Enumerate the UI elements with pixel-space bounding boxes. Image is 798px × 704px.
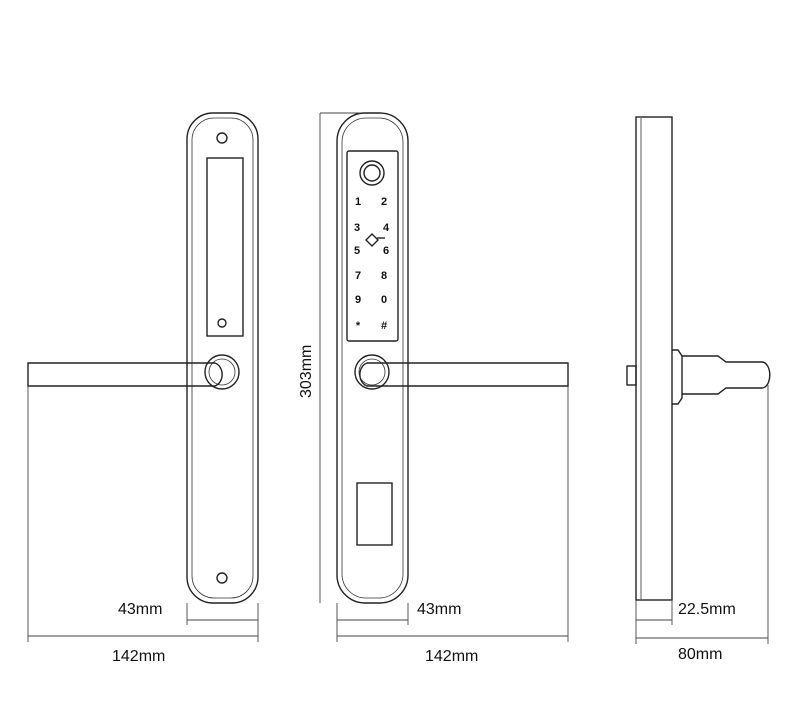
key-1[interactable]: 1 — [355, 196, 361, 208]
outer-dimensions: 43mm 142mm — [27, 386, 259, 665]
keypad-keys: 1 2 3 4 5 6 7 8 9 0 * # — [354, 196, 390, 332]
screw-window-icon — [217, 318, 227, 328]
keypad-panel — [346, 150, 399, 342]
fingerprint-sensor-icon — [359, 160, 385, 186]
key-8[interactable]: 8 — [381, 270, 387, 282]
outer-plate — [186, 112, 259, 604]
profile-handle — [682, 355, 771, 395]
keypad-plate — [336, 112, 409, 604]
profile-rosette — [672, 349, 683, 405]
key-star[interactable]: * — [356, 320, 361, 332]
key-5[interactable]: 5 — [354, 245, 360, 257]
handle-lever — [359, 362, 569, 387]
profile-body — [635, 116, 673, 601]
depth-label: 22.5mm — [678, 601, 736, 618]
key-hash[interactable]: # — [381, 320, 387, 332]
total-depth-label: 80mm — [678, 646, 722, 663]
total-width-label: 142mm — [112, 648, 165, 665]
plate-width-label: 43mm — [118, 601, 162, 618]
keypad-dimensions: 303mm 43mm 142mm — [298, 112, 569, 665]
key-4[interactable]: 4 — [383, 222, 390, 234]
handle-lever — [27, 362, 223, 387]
outer-side-view — [27, 112, 259, 604]
key-3[interactable]: 3 — [354, 222, 360, 234]
plate-window — [206, 157, 244, 337]
key-6[interactable]: 6 — [383, 245, 389, 257]
key-9[interactable]: 9 — [355, 294, 361, 306]
keypad-side-view: 1 2 3 4 5 6 7 8 9 0 * # — [336, 112, 569, 604]
handle-rosette — [354, 354, 390, 390]
handle-rosette — [204, 354, 240, 390]
key-0[interactable]: 0 — [381, 294, 387, 306]
outer-plate-inner-edge — [191, 117, 254, 599]
height-label: 303mm — [298, 345, 315, 398]
total-width-label: 142mm — [425, 648, 478, 665]
profile-view — [626, 116, 771, 601]
spindle — [626, 365, 637, 386]
screw-bottom-icon — [216, 572, 228, 584]
card-reader-icon — [365, 233, 385, 247]
key-7[interactable]: 7 — [355, 270, 361, 282]
profile-dimensions: 22.5mm 80mm — [635, 385, 769, 663]
key-cover — [356, 482, 393, 546]
key-2[interactable]: 2 — [381, 196, 387, 208]
screw-top-icon — [216, 132, 228, 144]
plate-width-label: 43mm — [417, 601, 461, 618]
